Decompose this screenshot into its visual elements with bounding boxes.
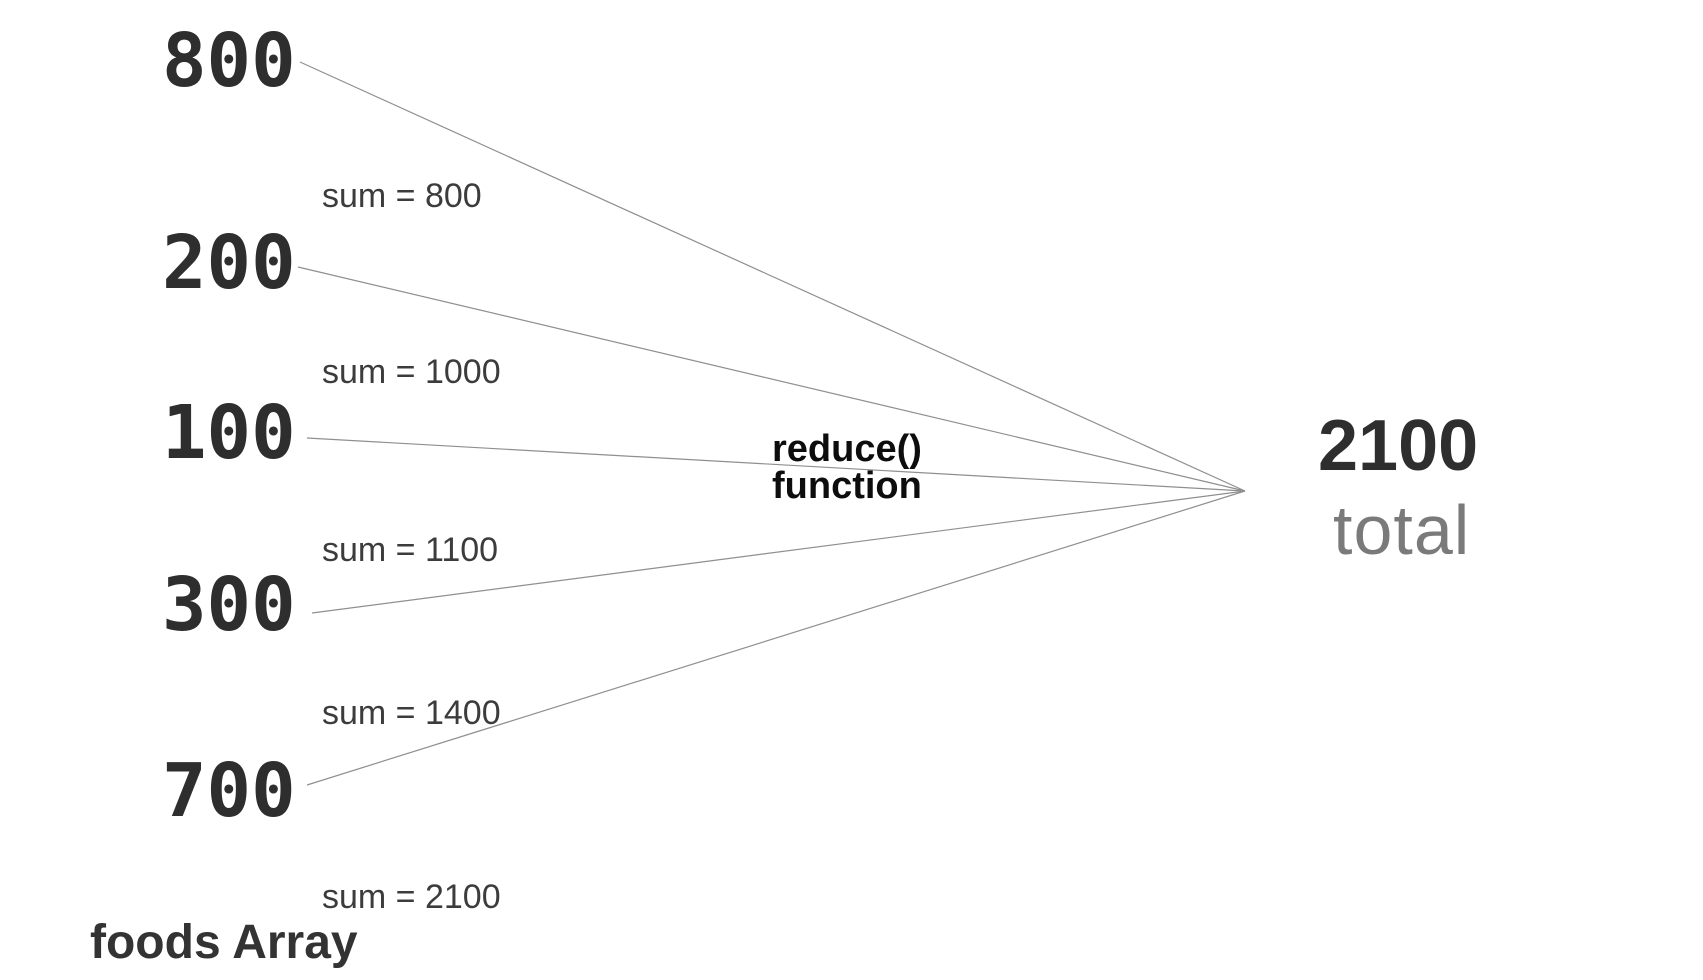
reduce-function-label-line2: function xyxy=(772,465,922,507)
array-value: 200 xyxy=(162,220,296,306)
total-value: 2100 xyxy=(1318,406,1479,486)
reduce-function-label: reduce() function xyxy=(772,428,922,507)
array-value: 100 xyxy=(162,390,296,476)
total-label: total xyxy=(1333,491,1471,569)
sum-step-label: sum = 2100 xyxy=(322,878,501,916)
connector-line xyxy=(299,61,1246,492)
array-value: 800 xyxy=(162,18,296,104)
sum-step-label: sum = 1100 xyxy=(322,531,499,569)
sum-step-label: sum = 1400 xyxy=(322,694,501,732)
array-title: foods Array xyxy=(90,916,358,969)
sum-step-label: sum = 1000 xyxy=(322,353,501,391)
reduce-function-label-line1: reduce() xyxy=(772,428,922,470)
array-value: 300 xyxy=(162,562,296,648)
sum-step-label: sum = 800 xyxy=(322,177,482,215)
array-value: 700 xyxy=(162,748,296,834)
